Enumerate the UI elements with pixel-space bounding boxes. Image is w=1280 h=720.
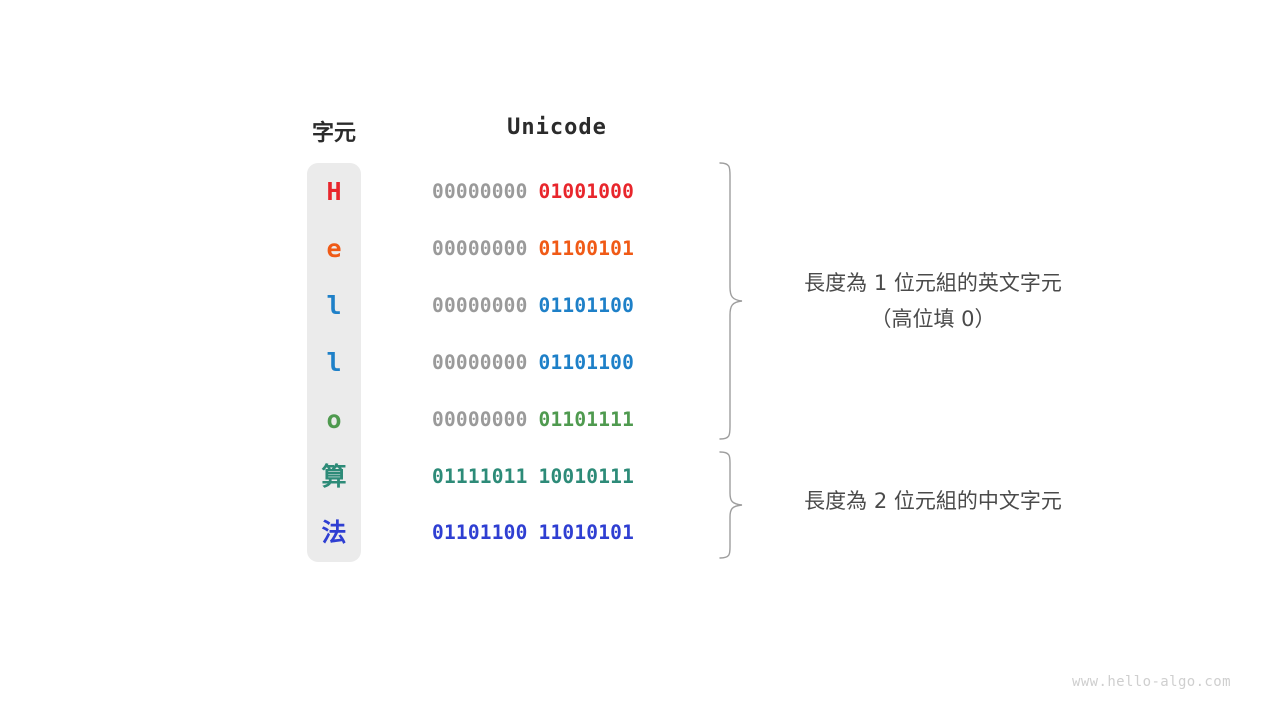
high-byte: 00000000 [432, 293, 528, 317]
watermark: www.hello-algo.com [1072, 674, 1231, 690]
low-byte: 01101111 [538, 407, 635, 431]
annotation-double-byte-main: 長度為 2 位元組的中文字元 [804, 489, 1062, 513]
character-cell: e [326, 233, 342, 263]
character-cell: l [326, 290, 342, 320]
character-cell: 算 [321, 461, 347, 491]
high-byte: 01101100 [432, 521, 528, 545]
high-byte: 01111011 [432, 464, 528, 488]
character-cell: H [326, 177, 342, 206]
annotation-single-byte-main: 長度為 1 位元組的英文字元 [804, 271, 1062, 295]
column-header-character: 字元 [311, 121, 356, 146]
column-header-unicode: Unicode [507, 115, 607, 140]
low-byte: 01100101 [538, 236, 635, 260]
unicode-binary-row: 01111011 10010111 [432, 462, 684, 492]
high-byte: 00000000 [432, 350, 528, 374]
low-byte: 01001000 [538, 180, 635, 203]
character-cell: o [326, 404, 342, 434]
low-byte: 01101100 [538, 293, 635, 317]
unicode-binary-row: 00000000 01101100 [432, 291, 684, 321]
high-byte: 00000000 [432, 407, 528, 431]
annotation-single-byte: 長度為 1 位元組的英文字元 （高位填 0） [733, 265, 1133, 337]
brace-single-byte-group [718, 160, 748, 442]
annotation-double-byte: 長度為 2 位元組的中文字元 [733, 483, 1133, 519]
annotation-single-byte-sub: （高位填 0） [870, 307, 996, 331]
low-byte: 10010111 [538, 464, 635, 488]
character-cell: 法 [321, 518, 347, 548]
unicode-binary-row: 00000000 01101100 [432, 348, 684, 378]
low-byte: 01101100 [538, 350, 635, 374]
high-byte: 00000000 [432, 236, 528, 260]
brace-double-byte-group [718, 449, 748, 561]
high-byte: 00000000 [432, 180, 528, 203]
character-cell: l [326, 347, 342, 377]
unicode-binary-row: 00000000 01001000 [432, 177, 684, 207]
unicode-binary-row: 00000000 01101111 [432, 405, 684, 435]
unicode-binary-row: 00000000 01100101 [432, 234, 684, 264]
unicode-binary-row: 01101100 11010101 [432, 518, 684, 548]
low-byte: 11010101 [538, 521, 635, 545]
